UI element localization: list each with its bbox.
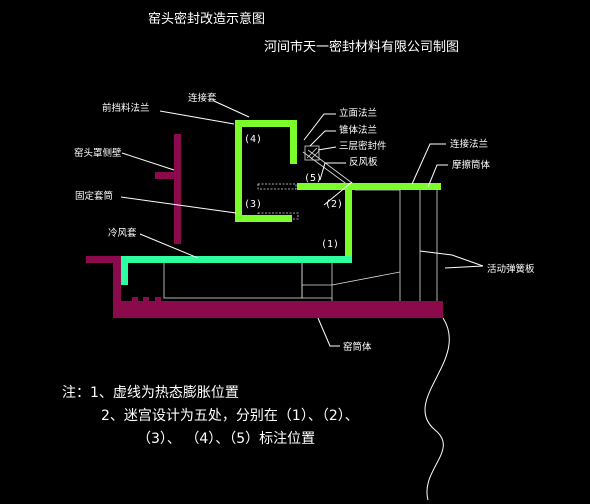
marker-3: (3) — [244, 199, 262, 210]
note-line-1: 注：1、虚线为热态膨胀位置 — [62, 384, 239, 401]
marker-1: (1) — [321, 239, 339, 250]
connect-sleeve — [235, 120, 297, 222]
label-deflector: 反风板 — [349, 156, 378, 168]
marker-5: (5) — [304, 173, 322, 184]
label-friction-tube: 摩擦筒体 — [452, 159, 491, 171]
diagram-title: 窑头密封改造示意图 — [148, 11, 265, 27]
kiln-shell-body — [86, 256, 443, 318]
label-connect-flange: 连接法兰 — [450, 138, 488, 150]
cooling-jacket — [121, 256, 352, 285]
leader-lines — [120, 100, 484, 501]
label-vertical-flange: 立面法兰 — [339, 107, 377, 119]
label-cone-flange: 锥体法兰 — [339, 124, 377, 136]
three-layer-seal — [304, 145, 320, 161]
spring-plate-lines — [163, 189, 438, 301]
cone-flange — [302, 149, 357, 189]
label-three-layer-seal: 三层密封件 — [339, 140, 387, 152]
marker-4: (4) — [244, 134, 262, 145]
label-kiln-shell: 窑筒体 — [343, 341, 372, 353]
label-fixed-sleeve: 固定套筒 — [75, 190, 113, 202]
hood-side-wall — [155, 134, 181, 244]
label-hood-side-wall: 窑头罩侧壁 — [74, 147, 122, 159]
label-cooling-jacket: 冷风套 — [108, 227, 137, 239]
note-line-3: （3）、 （4）、（5）标注位置 — [137, 431, 315, 447]
note-line-2: 2、迷宫设计为五处，分别在（1）、（2）、 — [101, 408, 359, 424]
marker-2: (2) — [325, 199, 343, 210]
company-credit: 河间市天一密封材料有限公司制图 — [264, 39, 459, 55]
label-connect-sleeve: 连接套 — [188, 92, 217, 104]
connect-flange — [297, 183, 441, 263]
label-front-flange: 前挡料法兰 — [102, 102, 150, 114]
label-spring-plates: 活动弹簧板 — [487, 263, 535, 275]
hot-expansion-dashed — [257, 183, 299, 220]
